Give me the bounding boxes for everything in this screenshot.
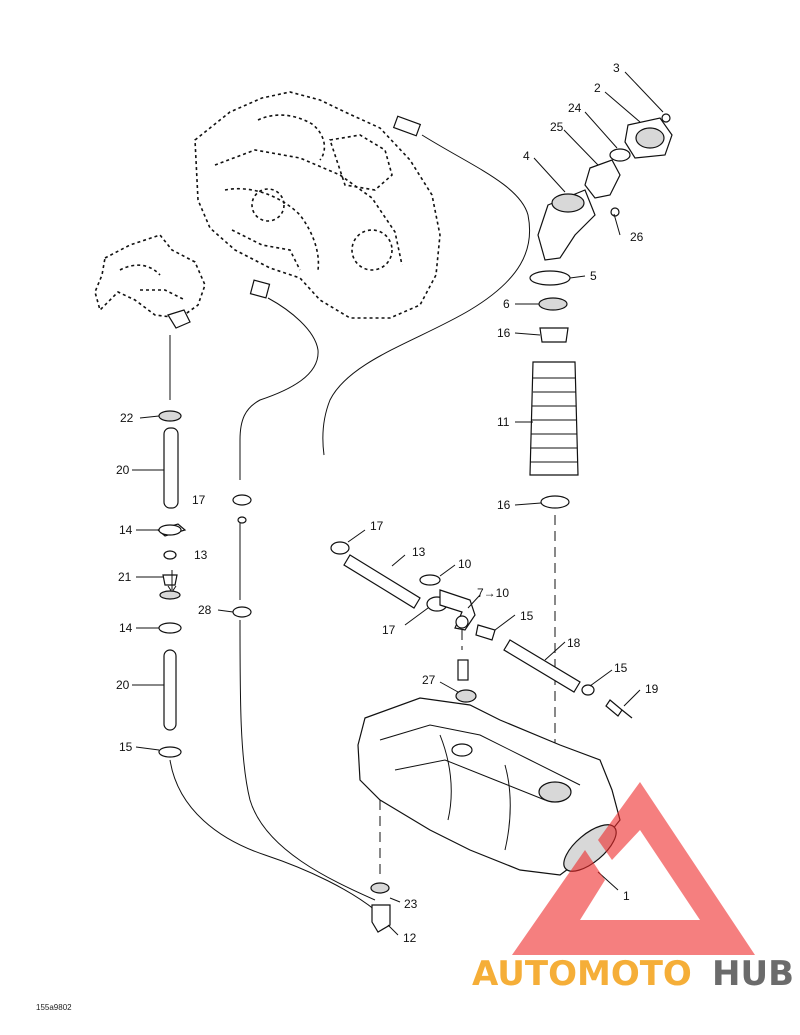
vent-hose-assembly [330, 541, 633, 719]
callout-15-mid: 15 [520, 609, 534, 623]
callout-1: 1 [623, 889, 630, 903]
callout-24: 24 [568, 101, 582, 115]
pump-outlet-fitting [167, 309, 191, 329]
watermark-text: AUTO MOTO HUB [472, 954, 794, 994]
callout-23: 23 [404, 897, 418, 911]
watermark-triangle-icon [512, 782, 755, 955]
callout-25: 25 [550, 120, 564, 134]
callout-6: 6 [503, 297, 510, 311]
callout-14-bottom: 14 [119, 621, 133, 635]
callout-11: 11 [497, 415, 510, 429]
watermark-auto: AUTO [472, 954, 577, 994]
callout-28: 28 [198, 603, 212, 617]
callout-2: 2 [594, 81, 601, 95]
callout-labels: 3 2 24 25 4 26 5 6 16 11 16 22 20 17 14 … [36, 61, 659, 1012]
callout-10: 10 [458, 557, 472, 571]
callout-27: 27 [422, 673, 436, 687]
callout-22: 22 [120, 411, 134, 425]
callout-17-lower: 17 [382, 623, 396, 637]
callout-17-mid: 17 [370, 519, 384, 533]
callout-7-to-10: 7→10 [477, 586, 509, 600]
watermark-moto: MOTO [577, 954, 692, 994]
callout-3: 3 [613, 61, 620, 75]
callout-13-left: 13 [194, 548, 208, 562]
callout-16-bottom: 16 [497, 498, 511, 512]
callout-18: 18 [567, 636, 581, 650]
callout-20-top: 20 [116, 463, 130, 477]
filler-neck-assembly [529, 113, 673, 509]
drawing-reference: 155a9802 [36, 1003, 72, 1012]
callout-5: 5 [590, 269, 597, 283]
leader-lines [132, 71, 664, 936]
callout-13-mid: 13 [412, 545, 426, 559]
callout-21: 21 [118, 570, 132, 584]
automotohub-watermark [512, 782, 755, 955]
pump-housing-outline [94, 234, 206, 319]
callout-17-left: 17 [192, 493, 206, 507]
callout-14-top: 14 [119, 523, 133, 537]
callout-4: 4 [523, 149, 530, 163]
callout-19: 19 [645, 682, 659, 696]
engine-block-outline [194, 91, 441, 319]
callout-20-bottom: 20 [116, 678, 130, 692]
callout-15-right: 15 [614, 661, 628, 675]
left-hose-assembly [156, 410, 187, 758]
callout-15-left: 15 [119, 740, 133, 754]
middle-clamps [232, 494, 252, 618]
callout-12: 12 [403, 931, 417, 945]
callout-16-top: 16 [497, 326, 511, 340]
callout-26: 26 [630, 230, 644, 244]
watermark-hub: HUB [712, 954, 794, 994]
sensor-connector [249, 115, 422, 299]
drain-fittings [370, 882, 391, 933]
